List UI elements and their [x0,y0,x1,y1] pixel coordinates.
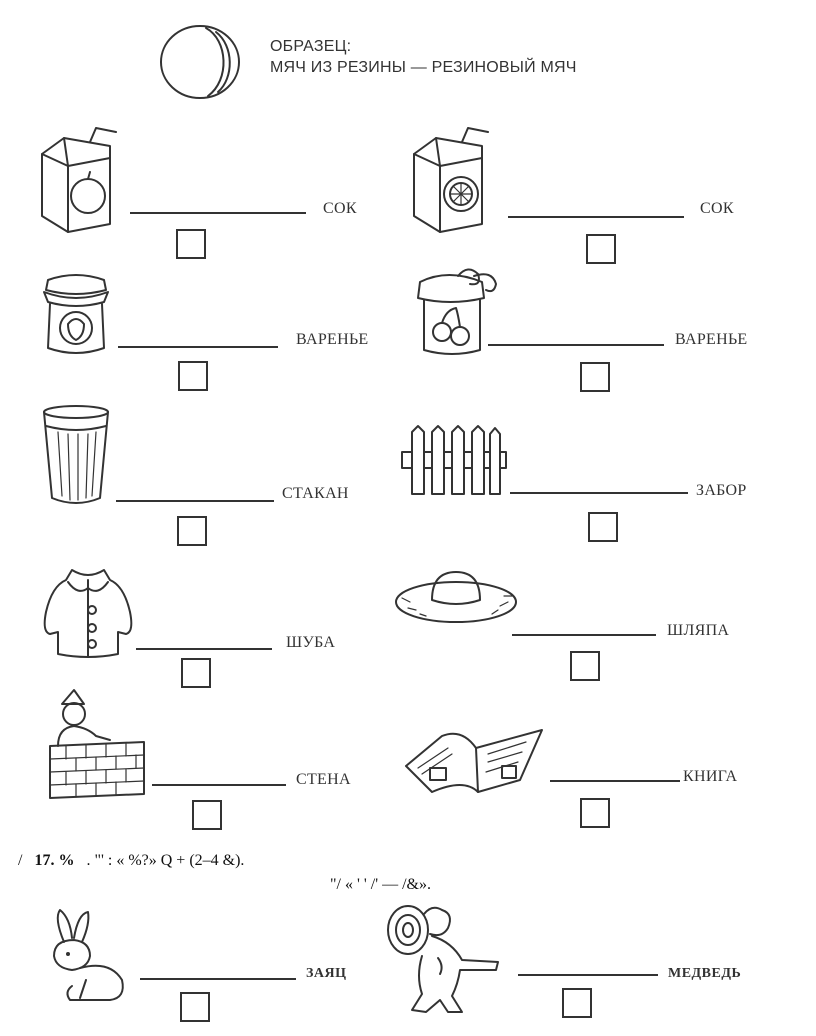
answer-checkbox[interactable] [562,988,592,1018]
sample-block: ОБРАЗЕЦ: МЯЧ ИЗ РЕЗИНЫ — РЕЗИНОВЫЙ МЯЧ [270,36,577,78]
answer-checkbox[interactable] [178,361,208,391]
item-word: ШУБА [286,634,336,651]
straw-hat-icon [395,571,517,623]
item-word: КНИГА [683,768,738,785]
juice-box-apple-icon [41,127,117,233]
hare-icon [53,909,124,1001]
answer-line [488,344,664,346]
item-word: ШЛЯПА [667,622,730,639]
answer-checkbox[interactable] [181,658,211,688]
task-number: 17. % [34,852,75,869]
answer-checkbox[interactable] [177,516,207,546]
task-text-2: "/ « ' ' /' — /&». [330,876,431,893]
juice-box-orange-icon [413,127,489,233]
answer-checkbox[interactable] [570,651,600,681]
answer-checkbox[interactable] [180,992,210,1022]
glass-icon [43,405,109,504]
item-word: СТЕНА [296,771,351,788]
answer-line [136,648,272,650]
ball-icon [160,25,240,99]
answer-checkbox[interactable] [580,798,610,828]
jam-jar-cherry-icon [417,268,497,355]
item-word: СОК [323,200,357,217]
fur-coat-icon [43,569,133,658]
sample-label: ОБРАЗЕЦ: [270,38,352,55]
answer-line [130,212,306,214]
sample-text: МЯЧ ИЗ РЕЗИНЫ — РЕЗИНОВЫЙ МЯЧ [270,59,577,76]
task-prefix: / [18,852,23,869]
answer-line [118,346,278,348]
answer-line [512,634,656,636]
answer-checkbox[interactable] [176,229,206,259]
answer-line [140,978,296,980]
item-word: ВАРЕНЬЕ [296,331,369,348]
answer-line [116,500,274,502]
item-word: ВАРЕНЬЕ [675,331,748,348]
task-line-1: / 17. % . "' : « %?» Q + (2–4 &). [18,852,244,870]
answer-checkbox[interactable] [192,800,222,830]
book-icon [405,729,543,793]
item-word: СТАКАН [282,485,349,502]
fence-icon [401,425,507,495]
answer-line [508,216,684,218]
bear-icon [387,905,499,1013]
answer-checkbox[interactable] [580,362,610,392]
item-word: ЗАБОР [696,482,747,499]
brick-wall-icon [49,689,145,799]
item-word: СОК [700,200,734,217]
answer-line [510,492,688,494]
jam-jar-strawberry-icon [43,274,109,354]
task-text: . "' : « %?» Q + (2–4 &). [86,852,245,869]
answer-checkbox[interactable] [586,234,616,264]
answer-line [518,974,658,976]
item-word: ЗАЯЦ [306,966,347,981]
item-word: МЕДВЕДЬ [668,966,742,981]
answer-checkbox[interactable] [588,512,618,542]
answer-line [550,780,680,782]
task-line-2: "/ « ' ' /' — /&». [330,876,431,894]
answer-line [152,784,286,786]
